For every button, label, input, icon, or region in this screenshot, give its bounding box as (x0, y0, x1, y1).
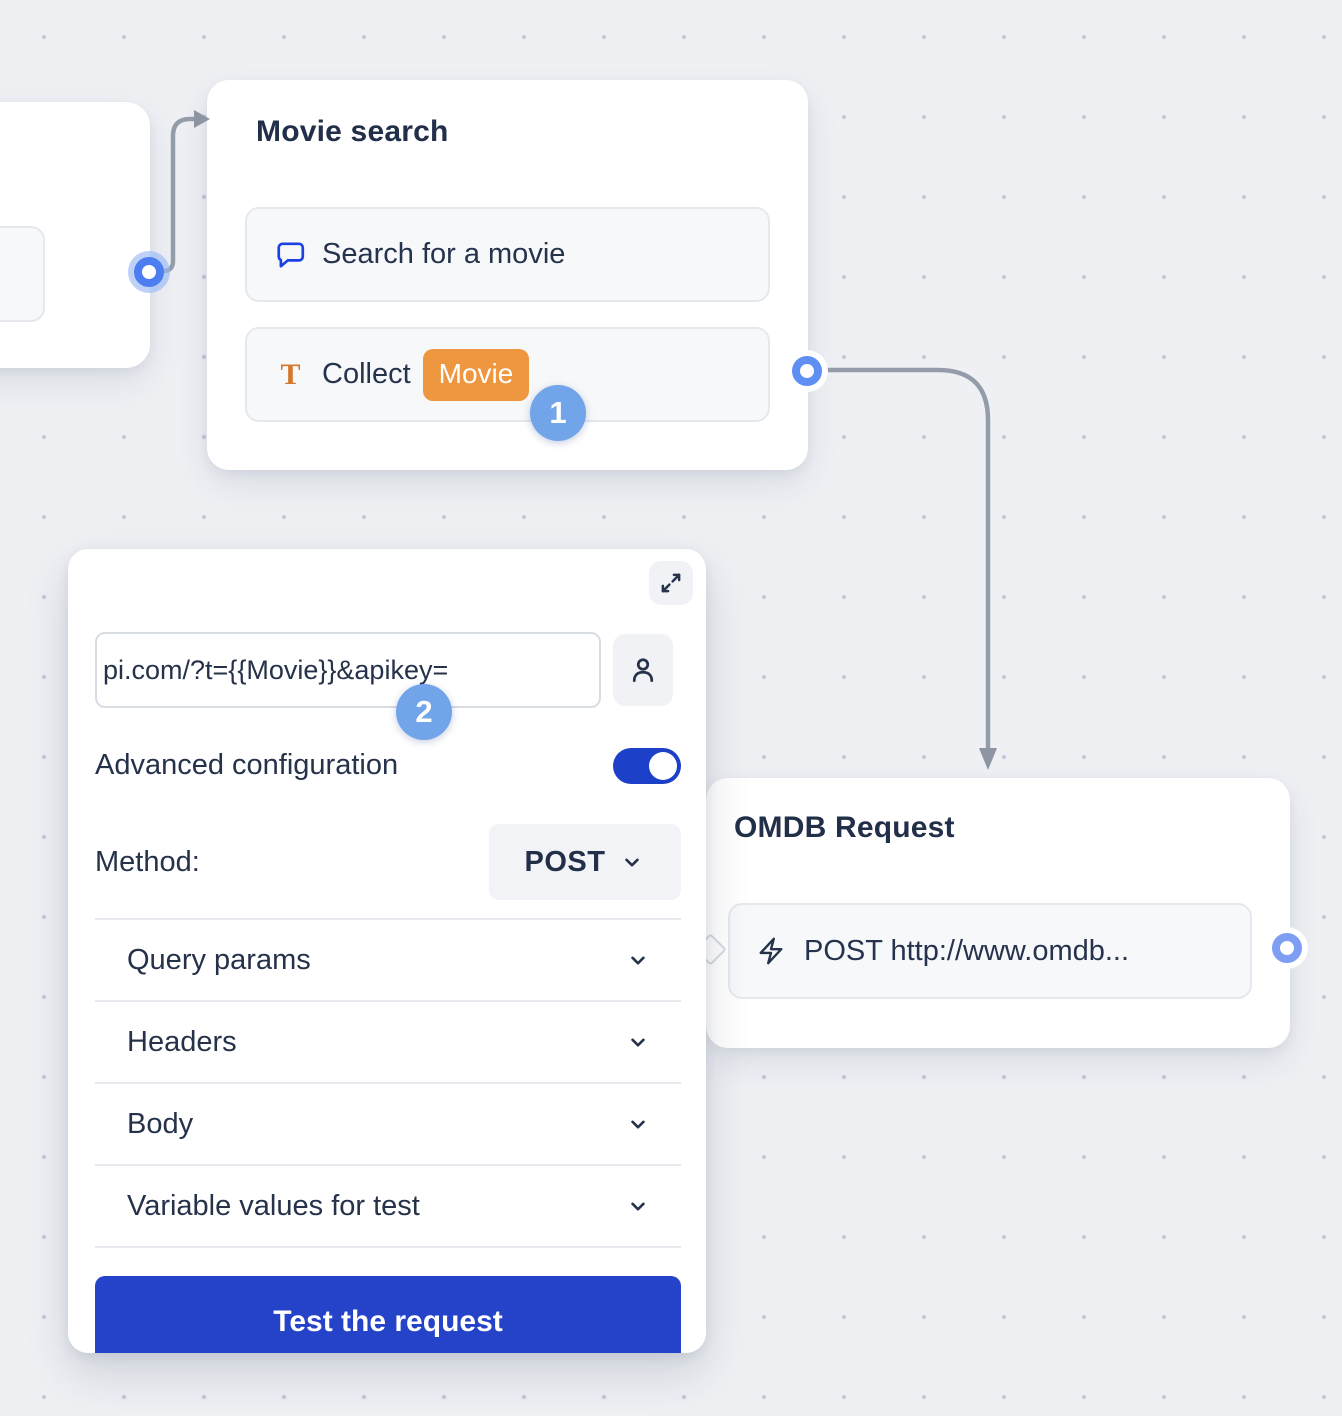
chat-bubble-icon (275, 239, 306, 270)
output-port-collect-item[interactable] (792, 356, 822, 386)
previous-node-card[interactable] (0, 102, 150, 368)
section-label: Headers (127, 1025, 237, 1058)
person-icon (632, 658, 654, 682)
advanced-configuration-toggle[interactable] (613, 748, 681, 784)
item-label: POST http://www.omdb... (804, 934, 1130, 967)
method-select[interactable]: POST (489, 824, 681, 900)
insert-variable-button[interactable] (613, 634, 673, 706)
chevron-down-icon (631, 1120, 645, 1129)
previous-node-item[interactable] (0, 226, 45, 322)
lightning-icon (756, 936, 786, 966)
connection-line-into-movie-search (158, 116, 197, 274)
node-title: OMDB Request (734, 811, 955, 844)
section-label: Query params (127, 943, 311, 976)
expand-icon (661, 573, 681, 593)
omdb-request-node[interactable]: OMDB Request POST http://www.omdb... (706, 778, 1290, 1048)
node-title: Movie search (256, 115, 449, 148)
section-body[interactable]: Body (95, 1082, 681, 1164)
expand-button[interactable] (649, 561, 693, 605)
section-label: Body (127, 1107, 194, 1140)
item-label: Collect (322, 358, 411, 390)
webhook-config-panel: pi.com/?t={{Movie}}&apikey= Advanced con… (68, 549, 706, 1353)
chevron-down-icon (631, 1038, 645, 1047)
test-request-button[interactable]: Test the request (95, 1276, 681, 1353)
chevron-down-icon (631, 956, 645, 965)
step-2-badge: 2 (396, 684, 452, 740)
section-label: Variable values for test (127, 1189, 420, 1222)
toggle-knob (649, 752, 677, 780)
section-variable-values[interactable]: Variable values for test (95, 1164, 681, 1246)
chevron-down-icon (631, 1202, 645, 1211)
send-message-item[interactable]: Search for a movie (245, 207, 770, 302)
divider (95, 1246, 681, 1248)
item-label: Search for a movie (322, 238, 566, 270)
collect-input-item[interactable]: T Collect Movie (245, 327, 770, 422)
output-port-omdb-item[interactable] (1272, 933, 1302, 963)
url-value: pi.com/?t={{Movie}}&apikey= (103, 654, 449, 685)
output-port-previous-node[interactable] (134, 257, 164, 287)
url-input[interactable]: pi.com/?t={{Movie}}&apikey= (95, 632, 601, 708)
section-query-params[interactable]: Query params (95, 918, 681, 1000)
advanced-configuration-label: Advanced configuration (95, 749, 399, 781)
webhook-request-item[interactable]: POST http://www.omdb... (728, 903, 1252, 999)
movie-variable-chip[interactable]: Movie (422, 348, 530, 401)
text-input-icon: T (275, 359, 306, 390)
svg-text:T: T (281, 359, 301, 390)
connection-line-to-omdb (821, 367, 991, 753)
movie-search-node[interactable]: Movie search Search for a movie T Collec… (207, 80, 808, 470)
method-value: POST (524, 845, 606, 878)
accordion-sections: Query params Headers Body Variable value… (95, 918, 681, 1248)
arrowhead-into-omdb (979, 748, 997, 770)
step-1-badge: 1 (530, 385, 586, 441)
section-headers[interactable]: Headers (95, 1000, 681, 1082)
chevron-down-icon (625, 858, 640, 867)
method-label: Method: (95, 846, 200, 878)
